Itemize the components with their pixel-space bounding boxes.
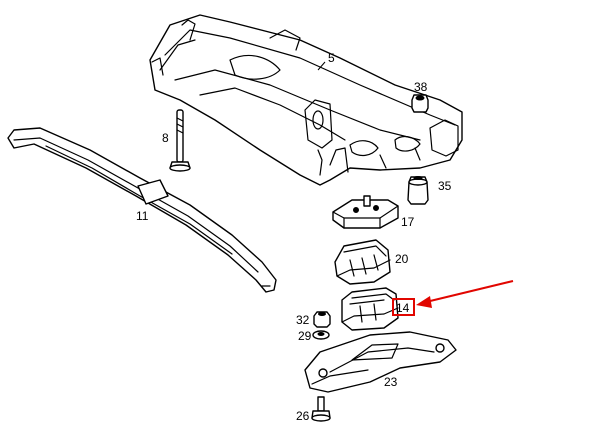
part-17-mount-plate xyxy=(332,195,399,229)
callout-14: 14 xyxy=(396,301,410,315)
part-11-leaf-spring xyxy=(7,127,277,293)
callout-20: 20 xyxy=(395,252,409,266)
part-14-transmission-mount xyxy=(341,287,399,331)
callout-17: 17 xyxy=(401,215,415,229)
part-29-washer xyxy=(312,330,330,340)
part-35-bump-stop xyxy=(407,176,429,205)
callout-11: 11 xyxy=(136,209,149,223)
part-5-subframe xyxy=(149,14,463,186)
callout-8: 8 xyxy=(162,131,169,145)
part-23-crossmember xyxy=(304,331,457,393)
part-26-bolt xyxy=(311,396,331,422)
part-38-nut xyxy=(411,94,429,113)
part-8-bolt xyxy=(169,109,191,172)
callout-35: 35 xyxy=(438,179,452,193)
highlight-arrow xyxy=(416,280,514,308)
part-32-nut xyxy=(313,311,331,328)
callout-32: 32 xyxy=(296,313,310,327)
part-20-rubber-mount xyxy=(334,239,391,285)
callout-38: 38 xyxy=(414,80,428,94)
callout-26: 26 xyxy=(296,409,310,423)
part-14-highlight-box xyxy=(392,298,415,316)
callout-5: 5 xyxy=(328,51,335,65)
callout-29: 29 xyxy=(298,329,312,343)
callout-23: 23 xyxy=(384,375,398,389)
